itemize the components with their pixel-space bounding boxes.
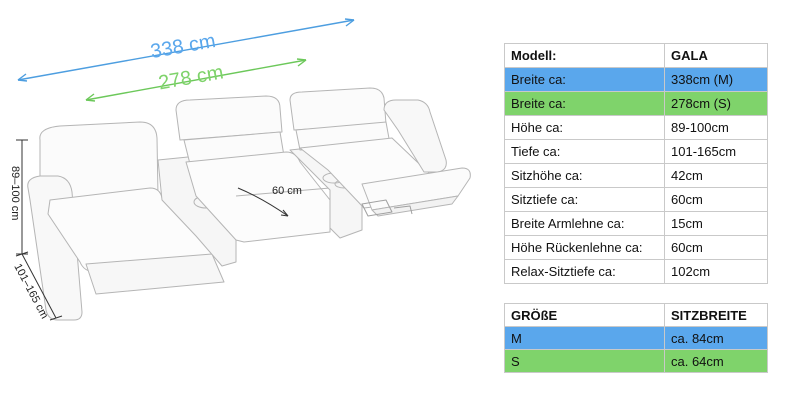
spec-header-cell: GALA <box>664 43 768 68</box>
spec-value-cell: 15cm <box>664 211 768 236</box>
size-header-cell: GRÖßE <box>504 303 665 327</box>
height-dimension: 89–100 cm <box>9 139 28 255</box>
spec-label-cell: Sitzhöhe ca: <box>504 163 665 188</box>
spec-row: Höhe Rückenlehne ca:60cm <box>504 235 768 260</box>
size-header-cell: SITZBREITE <box>664 303 768 327</box>
spec-value-cell: 102cm <box>664 259 768 284</box>
seat-depth-label: 60 cm <box>272 185 302 197</box>
spec-row: Breite Armlehne ca:15cm <box>504 211 768 236</box>
size-label-cell: S <box>504 349 665 373</box>
spec-label-cell: Höhe ca: <box>504 115 665 140</box>
sofa-dimension-drawing: 60 cm 338 cm 278 cm 89–100 cm 101–165 cm <box>9 18 471 321</box>
spec-row: Breite ca:338cm (M) <box>504 67 768 92</box>
spec-label-cell: Tiefe ca: <box>504 139 665 164</box>
size-label-cell: M <box>504 326 665 350</box>
seat-span-dimension: 278 cm <box>85 58 307 102</box>
spec-row: Höhe ca:89-100cm <box>504 115 768 140</box>
spec-label-cell: Höhe Rückenlehne ca: <box>504 235 665 260</box>
spec-label-cell: Relax-Sitztiefe ca: <box>504 259 665 284</box>
spec-value-cell: 101-165cm <box>664 139 768 164</box>
seat-depth-dimension: 60 cm <box>237 185 302 217</box>
seat-span-label: 278 cm <box>157 61 225 94</box>
spec-row: Sitztiefe ca:60cm <box>504 187 768 212</box>
spec-label-cell: Breite ca: <box>504 91 665 116</box>
spec-row: Relax-Sitztiefe ca:102cm <box>504 259 768 284</box>
spec-value-cell: 89-100cm <box>664 115 768 140</box>
size-value-cell: ca. 64cm <box>664 349 768 373</box>
spec-label-cell: Breite ca: <box>504 67 665 92</box>
spec-row: Breite ca:278cm (S) <box>504 91 768 116</box>
height-label: 89–100 cm <box>9 166 21 220</box>
overall-width-label: 338 cm <box>149 30 217 63</box>
spec-value-cell: 278cm (S) <box>664 91 768 116</box>
spec-label-cell: Breite Armlehne ca: <box>504 211 665 236</box>
size-value-cell: ca. 84cm <box>664 326 768 350</box>
spec-row: Tiefe ca:101-165cm <box>504 139 768 164</box>
spec-value-cell: 60cm <box>664 235 768 260</box>
spec-header-row: Modell:GALA <box>504 43 768 68</box>
spec-row: Sitzhöhe ca:42cm <box>504 163 768 188</box>
spec-value-cell: 60cm <box>664 187 768 212</box>
spec-value-cell: 42cm <box>664 163 768 188</box>
spec-header-cell: Modell: <box>504 43 665 68</box>
sofa-illustration <box>27 87 471 321</box>
spec-label-cell: Sitztiefe ca: <box>504 187 665 212</box>
spec-value-cell: 338cm (M) <box>664 67 768 92</box>
